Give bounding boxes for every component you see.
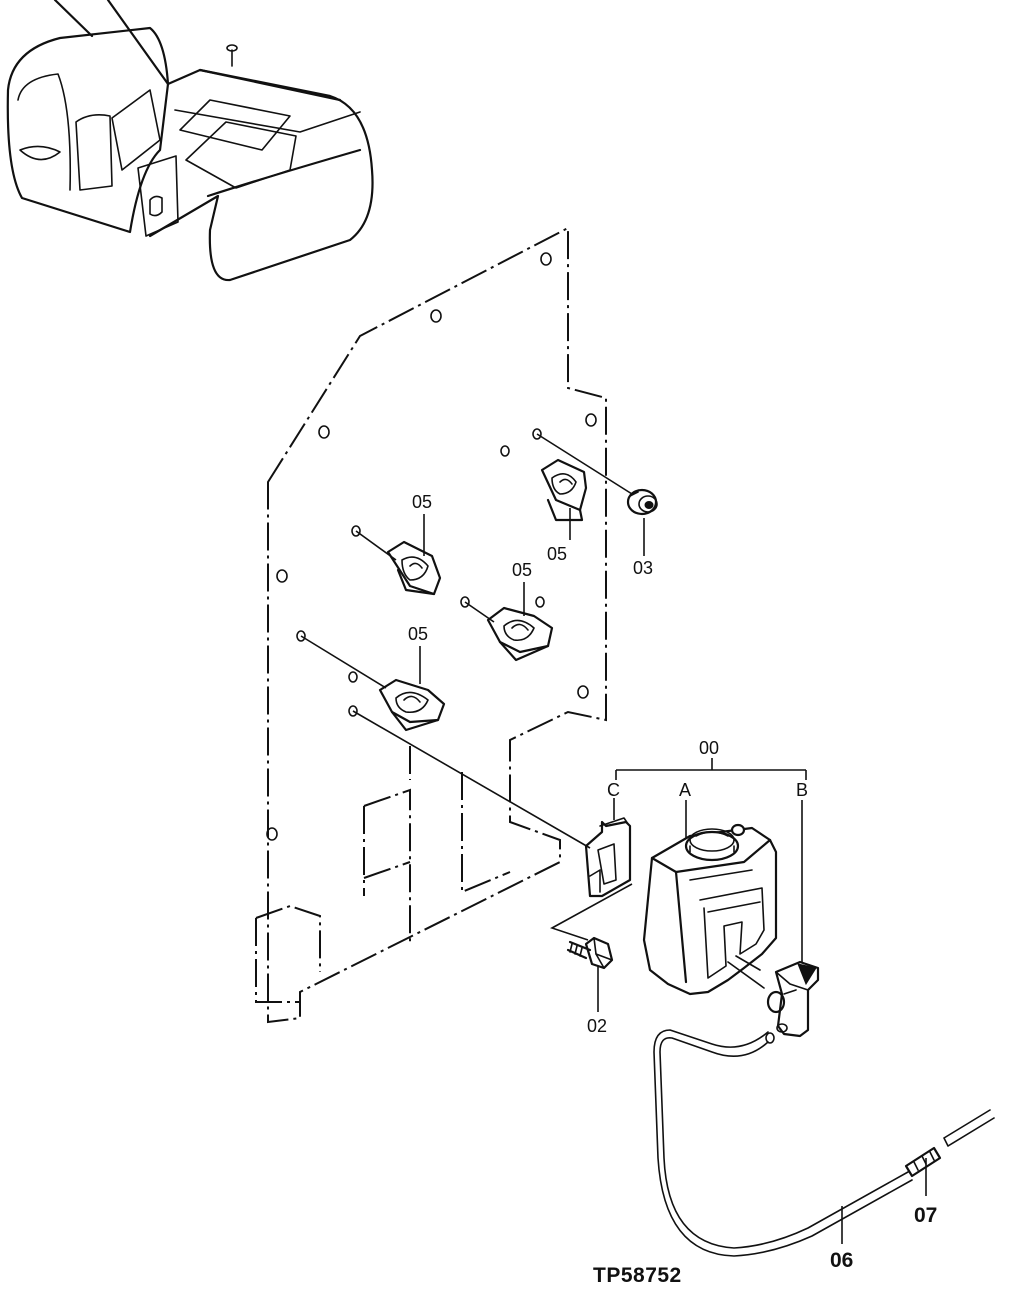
hose-joint bbox=[904, 1146, 942, 1178]
label-joint: 07 bbox=[914, 1204, 937, 1227]
label-grommet: 03 bbox=[633, 558, 653, 578]
hose-clamp-upper-left bbox=[355, 530, 442, 596]
label-pump-letter: B bbox=[796, 780, 808, 800]
label-bracket-letter: C bbox=[607, 780, 620, 800]
bolt bbox=[566, 936, 614, 970]
bracket bbox=[352, 710, 633, 941]
label-clamp-middle: 05 bbox=[512, 560, 532, 580]
label-hose: 06 bbox=[830, 1249, 853, 1272]
grommet bbox=[626, 488, 658, 516]
excavator-locator-view bbox=[6, 0, 374, 282]
hose-clamp-lower bbox=[300, 635, 446, 732]
part-labels: 00 A B C 02 03 05 05 05 05 06 07 TP58752 bbox=[408, 492, 937, 1287]
label-tank-letter: A bbox=[679, 780, 691, 800]
drawing-number: TP58752 bbox=[593, 1264, 682, 1287]
mounting-panel bbox=[255, 226, 607, 1024]
label-clamp-lower: 05 bbox=[408, 624, 428, 644]
washer-tank bbox=[642, 823, 778, 996]
callout-leaders bbox=[419, 508, 927, 1244]
hose-clamp-upper-right bbox=[536, 433, 633, 522]
washer-pump bbox=[766, 960, 820, 1038]
label-assembly: 00 bbox=[699, 738, 719, 758]
label-clamp-upper-left: 05 bbox=[412, 492, 432, 512]
label-bolt: 02 bbox=[587, 1016, 607, 1036]
label-clamp-upper-right: 05 bbox=[547, 544, 567, 564]
panel-holes bbox=[266, 252, 597, 841]
hose-clamp-middle bbox=[464, 601, 554, 662]
washer-hose bbox=[653, 1029, 995, 1257]
